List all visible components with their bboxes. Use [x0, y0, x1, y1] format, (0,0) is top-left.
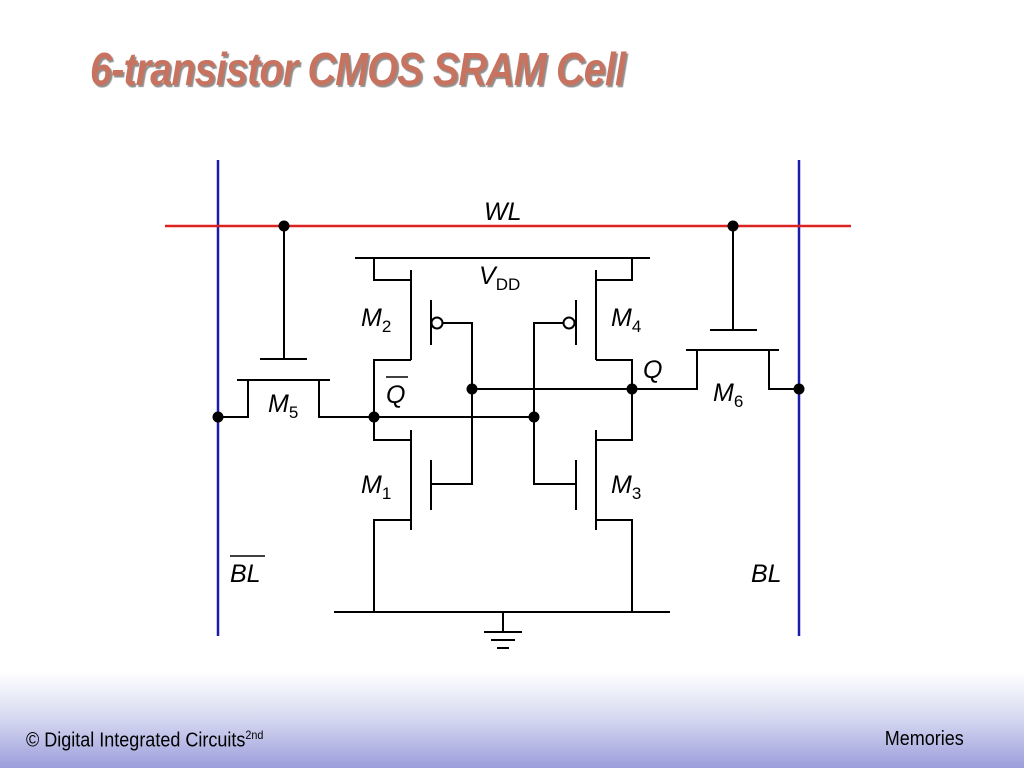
- q-label: Q: [643, 356, 662, 384]
- bl-bar-label: BL: [230, 560, 261, 588]
- slide-title: 6-transistor CMOS SRAM Cell: [90, 43, 626, 95]
- q-bar-label: Q: [386, 381, 405, 409]
- m2-label: M2: [361, 304, 391, 336]
- m1-label: M1: [361, 471, 391, 503]
- vdd-label: VDD: [479, 262, 520, 294]
- footer-band: [0, 672, 1024, 768]
- m5-label: M5: [268, 390, 298, 422]
- m6-label: M6: [713, 379, 743, 411]
- m3-label: M3: [611, 471, 641, 503]
- m4-label: M4: [611, 304, 641, 336]
- footer-edition: 2nd: [245, 728, 264, 742]
- footer-copyright-text: © Digital Integrated Circuits: [26, 729, 246, 752]
- bl-label: BL: [751, 560, 782, 588]
- sram-cell-schematic: WL VDD M2 M4 Q Q M5 M6 M1 M3 BL BL: [165, 160, 851, 649]
- wl-label: WL: [484, 198, 522, 226]
- footer-section-name: Memories: [884, 728, 964, 750]
- circuit-wiring: [218, 226, 799, 649]
- footer-copyright: © Digital Integrated Circuits2nd: [26, 728, 263, 753]
- junction-dots: [212, 220, 805, 423]
